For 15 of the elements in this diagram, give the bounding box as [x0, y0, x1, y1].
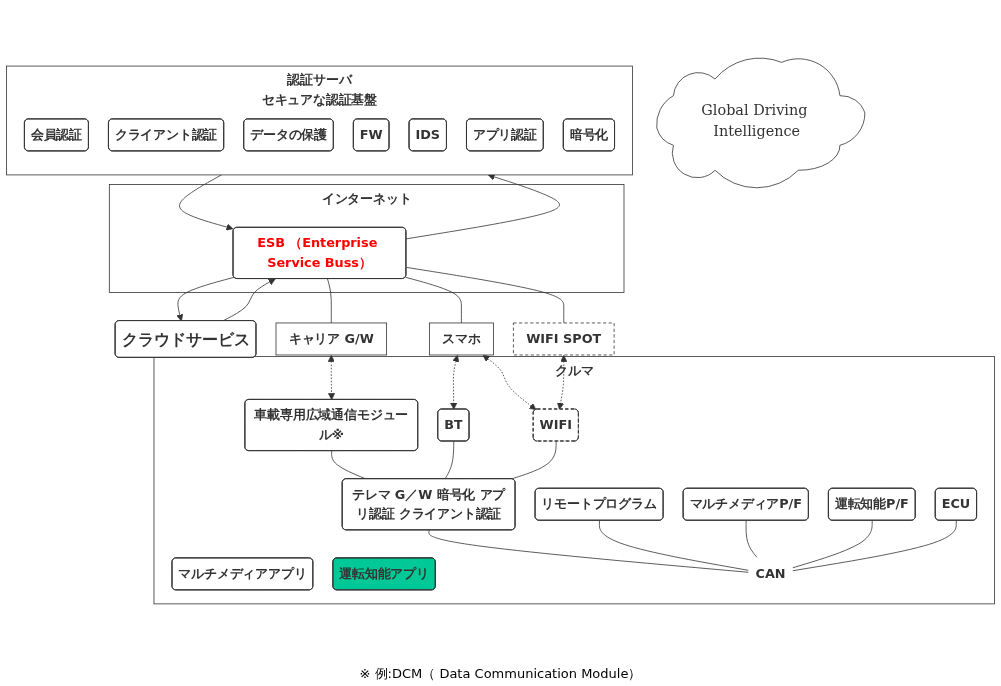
connector — [791, 520, 873, 569]
node-box: スマホ — [429, 322, 494, 356]
connector — [405, 266, 565, 324]
connector — [599, 520, 750, 571]
connector — [745, 520, 759, 559]
footnote: ※ 例:DCM（ Data Communication Module） — [358, 665, 643, 683]
node-text: CAN — [755, 565, 786, 582]
node-box: キャリア G/W — [275, 322, 387, 356]
node-box: WIFI SPOT — [513, 322, 615, 356]
connector — [428, 529, 750, 573]
connector — [510, 441, 557, 480]
connector — [791, 520, 957, 572]
connector — [405, 276, 462, 324]
connector — [327, 278, 332, 324]
connector — [444, 441, 455, 480]
